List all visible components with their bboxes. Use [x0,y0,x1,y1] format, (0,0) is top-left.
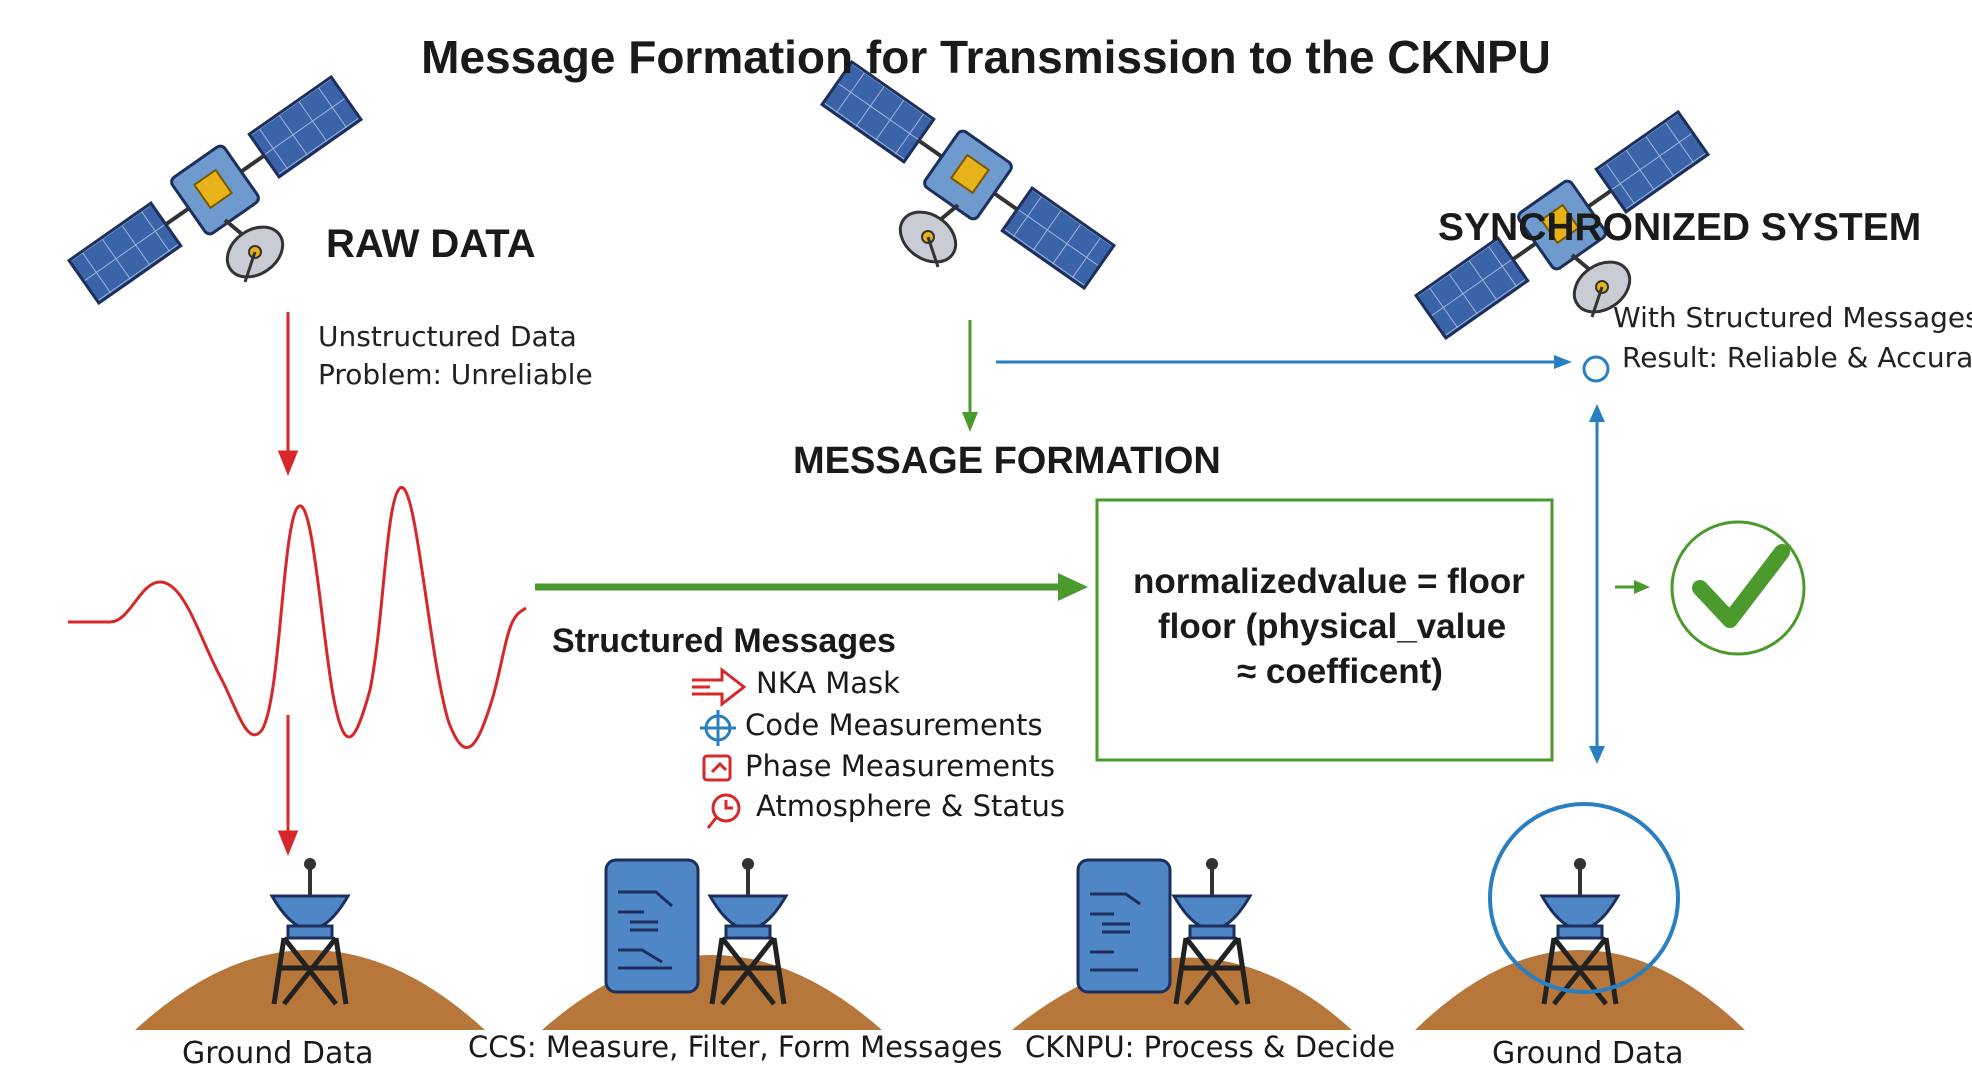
raw-data-heading: RAW DATA [326,222,536,266]
ground-station-ccs [542,858,882,1030]
formula-box [1095,498,1554,762]
synchronized-line1: With Structured Messages [1613,301,1972,334]
structured-item-nka-mask: NKA Mask [756,666,900,700]
ground-station-4 [1415,802,1745,1030]
page-title: Message Formation for Transmission to th… [421,31,1551,83]
green-flow-arrows [535,320,1650,601]
nka-mask-icon [692,666,747,708]
raw-data-line1: Unstructured Data [318,320,577,353]
ground-station-1 [135,858,485,1030]
raw-data-line2: Problem: Unreliable [318,358,593,391]
structured-item-phase: Phase Measurements [745,749,1056,783]
formula-line1: normalizedvalue = floor [1133,562,1525,601]
phase-icon [702,754,732,782]
ccs-console-icon [604,858,700,994]
cknpu-console-icon [1076,858,1172,994]
raw-signal-wave [68,486,527,749]
synchronized-heading: SYNCHRONIZED SYSTEM [1438,206,1922,249]
ground-caption-ccs: CCS: Measure, Filter, Form Messages [468,1030,1003,1064]
ground-station-cknpu [1012,858,1352,1030]
success-check-icon [1670,520,1806,656]
satellite-formation-icon [815,53,1121,297]
ground-caption-cknpu: CKNPU: Process & Decide [1025,1030,1396,1064]
formula-line3: ≈ coefficent) [1237,652,1443,691]
structured-item-atmosphere: Atmosphere & Status [756,789,1066,823]
blue-flow-arrows [996,355,1610,764]
satellite-raw-icon [62,68,368,312]
crosshair-icon [700,710,736,746]
ground-caption-1: Ground Data [182,1036,374,1071]
structured-messages-heading: Structured Messages [552,622,896,660]
clock-search-icon [706,793,741,829]
synchronized-line2: Result: Reliable & Accurate [1622,341,1972,374]
raw-flow-arrows [277,312,299,857]
formula-line2: floor (physical_value [1158,607,1507,646]
sync-ring [1488,802,1680,994]
structured-item-code: Code Measurements [745,708,1043,742]
ground-caption-4: Ground Data [1492,1036,1684,1071]
junction-node [1582,355,1610,383]
message-formation-heading: MESSAGE FORMATION [793,440,1221,482]
